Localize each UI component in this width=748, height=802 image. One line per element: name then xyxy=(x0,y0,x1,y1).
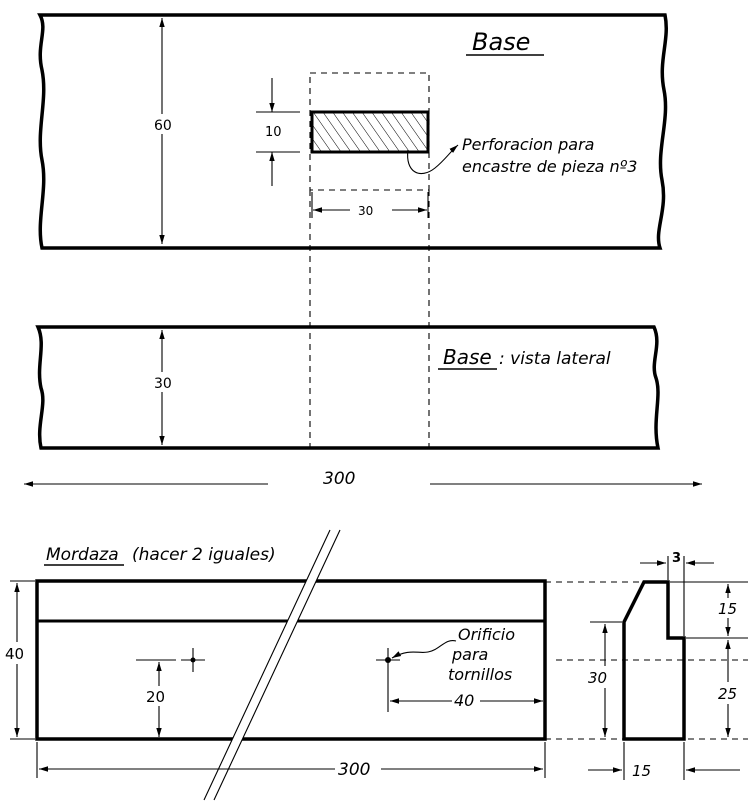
orificio-note-line1: Orificio xyxy=(458,625,515,644)
base-side-title: Base xyxy=(443,345,492,369)
orificio-leader-line xyxy=(391,639,457,659)
orificio-note-line2: para xyxy=(451,645,488,664)
profile-height-dim-label: 30 xyxy=(588,669,607,687)
overall-length-label: 300 xyxy=(323,469,355,489)
hole-height-dim-label: 10 xyxy=(265,125,282,140)
profile-upper-dim-mask xyxy=(717,598,741,618)
base-side-subtitle: : vista lateral xyxy=(499,349,611,369)
profile-top-dim-label: 3 xyxy=(672,551,681,566)
mordaza-title-suffix: (hacer 2 iguales) xyxy=(132,545,276,565)
mordaza-break-line-left xyxy=(203,529,331,801)
hole-mark-2-dot xyxy=(385,657,391,663)
hole-offset-dim-mask xyxy=(452,690,480,708)
base-top-title: Base xyxy=(472,28,530,56)
mordaza-outline xyxy=(35,579,547,741)
base-side-view: 30 Base : vista lateral xyxy=(35,325,661,450)
hole-mark-1-dot xyxy=(190,657,196,663)
mordaza-front-view: Mordaza (hacer 2 iguales) 40 20 40 xyxy=(4,529,547,801)
orificio-note-line3: tornillos xyxy=(448,665,512,684)
base-side-outline xyxy=(35,325,661,450)
profile-upper-dim-label: 15 xyxy=(718,600,737,618)
hole-note-line2: encastre de pieza nº3 xyxy=(462,157,637,176)
base-side-height-dim-mask xyxy=(150,372,176,392)
mordaza-height-dim-label: 40 xyxy=(5,645,24,663)
profile-width-dim-label: 15 xyxy=(632,762,651,780)
hole-leader-line xyxy=(407,144,459,174)
mordaza-profile-view: 3 15 25 30 15 xyxy=(545,551,748,780)
mordaza-length-dim-mask xyxy=(335,757,381,779)
mordaza-title: Mordaza xyxy=(46,545,119,565)
base-height-dim-label: 60 xyxy=(154,118,172,134)
profile-lower-dim-mask xyxy=(717,682,741,704)
hole-hatched-section xyxy=(310,110,430,154)
mordaza-break-band xyxy=(204,530,340,800)
profile-height-dim-mask xyxy=(588,666,614,688)
mordaza-break-line-right xyxy=(213,529,341,801)
base-top-view: 60 10 30 Perforacion para encastre de pi… xyxy=(37,13,668,250)
base-top-outline xyxy=(37,13,668,250)
hole-note-line1: Perforacion para xyxy=(462,135,594,154)
hole-height-dim-mask xyxy=(144,686,170,706)
profile-outline xyxy=(622,580,686,741)
hole-offset-dim-label: 40 xyxy=(454,691,474,710)
mordaza-length-dim-label: 300 xyxy=(338,760,370,780)
hole-width-dim-label: 30 xyxy=(358,204,373,218)
mordaza-height-dim-mask xyxy=(4,642,28,664)
hole-height-dim-label: 20 xyxy=(146,688,165,706)
overall-length-dimension: 300 xyxy=(24,469,702,489)
profile-lower-dim-label: 25 xyxy=(718,685,737,703)
base-side-height-dim-label: 30 xyxy=(154,376,172,392)
base-height-dim-mask xyxy=(150,114,176,134)
